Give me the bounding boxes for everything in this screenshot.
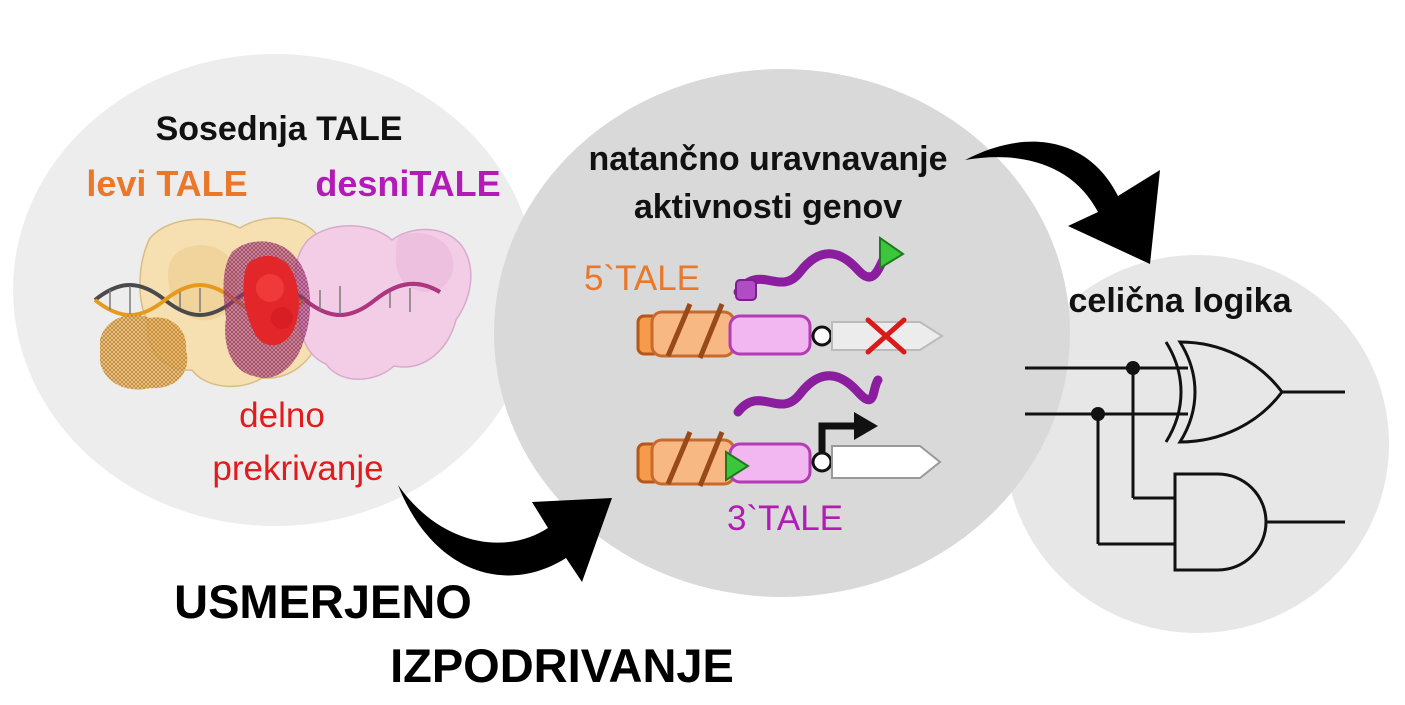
middle-title-line2: aktivnosti genov bbox=[634, 188, 902, 226]
right-circle bbox=[1005, 255, 1389, 633]
left-title: Sosednja TALE bbox=[156, 110, 403, 148]
right-tale-label: desniTALE bbox=[315, 163, 500, 204]
logic-circuit bbox=[1025, 340, 1345, 572]
caption-line1: USMERJENO bbox=[174, 575, 472, 628]
arrow-middle-to-right bbox=[965, 141, 1160, 264]
arrow-left-to-middle bbox=[398, 485, 612, 582]
triangle-tag-bottom bbox=[725, 450, 750, 482]
overlap-label-line2: prekrivanje bbox=[212, 449, 383, 488]
right-title: celična logika bbox=[1069, 282, 1293, 320]
label-5-tale: 5`TALE bbox=[584, 259, 700, 298]
label-3-tale: 3`TALE bbox=[727, 499, 843, 538]
tale-dna-structure bbox=[93, 217, 472, 390]
triangle-tag-top bbox=[879, 236, 905, 270]
construct-bottom bbox=[636, 371, 942, 487]
middle-title-line1: natančno uravnavanje bbox=[588, 140, 947, 178]
junction-dot-1 bbox=[1126, 361, 1140, 375]
promoter-arrow-icon bbox=[818, 422, 864, 452]
construct-top bbox=[636, 236, 944, 359]
left-tale-label: levi TALE bbox=[86, 163, 247, 204]
and-gate bbox=[1173, 472, 1268, 572]
caption-line2: IZPODRIVANJE bbox=[390, 639, 734, 692]
xor-gate bbox=[1177, 340, 1284, 444]
overlap-label-line1: delno bbox=[239, 396, 325, 435]
x-mark-icon bbox=[865, 317, 907, 355]
junction-dot-2 bbox=[1091, 407, 1105, 421]
